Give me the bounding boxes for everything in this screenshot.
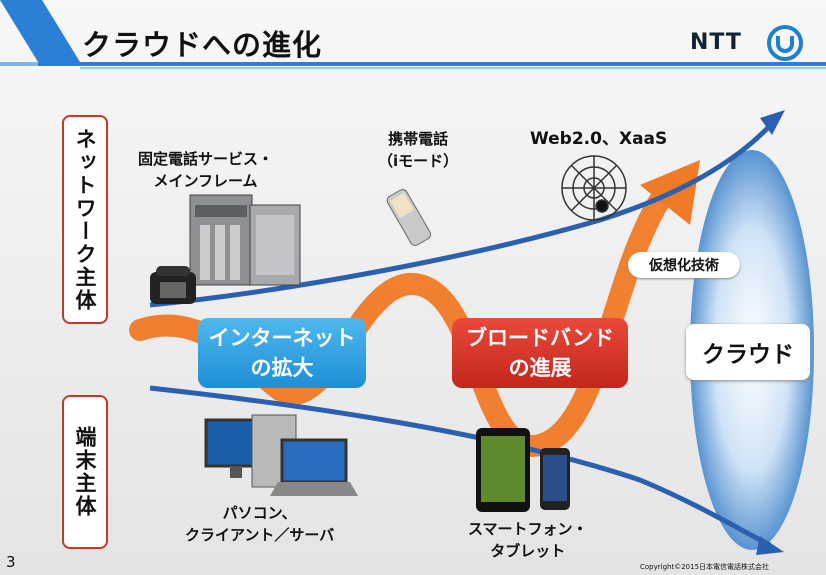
- smartphone-icon: [540, 448, 570, 510]
- device-arrowhead: [756, 536, 784, 555]
- network-arrow: [149, 118, 777, 308]
- broadband-progress-pill: ブロードバンド の進展: [452, 318, 628, 388]
- landline-caption: 固定電話サービス・ メインフレーム: [138, 150, 274, 190]
- telephone-icon: [150, 266, 196, 304]
- internet-expansion-pill: インターネット の拡大: [198, 318, 366, 388]
- device-arrow: [149, 385, 772, 548]
- mobile-caption: 携帯電話 （iモード）: [378, 130, 459, 170]
- web-caption: Web2.0、XaaS: [530, 129, 668, 149]
- pc-icon: [204, 414, 358, 496]
- mainframe-icon: [189, 194, 301, 286]
- flip-phone-icon: [386, 189, 432, 246]
- network-centric-label: ネットワーク主体: [62, 115, 108, 324]
- device-centric-label: 端末主体: [62, 395, 108, 549]
- title-bar: [0, 0, 826, 69]
- smartphone-caption: スマートフォン・ タブレット: [468, 520, 588, 560]
- tablet-icon: [476, 428, 530, 512]
- cloud-pill: クラウド: [686, 324, 810, 380]
- virtualization-pill: 仮想化技術: [628, 252, 740, 278]
- pc-caption: パソコン、 クライアント／サーバ: [185, 504, 335, 544]
- copyright-text: Copyright©2015日本電信電話株式会社: [640, 563, 770, 571]
- spider-web-icon: [561, 155, 627, 221]
- ntt-logo-text: NTT: [690, 30, 742, 55]
- network-arrowhead: [760, 110, 785, 135]
- page-title: クラウドへの進化: [82, 28, 323, 62]
- page-number: 3: [6, 553, 16, 571]
- ntt-logo-icon: [767, 25, 803, 61]
